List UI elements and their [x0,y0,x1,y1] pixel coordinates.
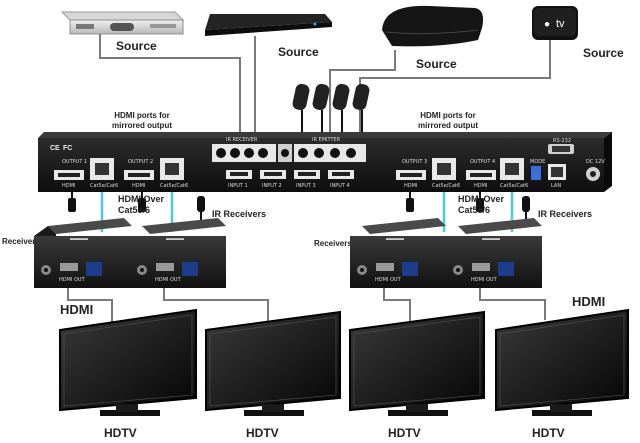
source-4-apple-tv: ● tv [532,6,578,40]
receiver-box-2: ▬▬▬ HDMI OUT [130,218,226,288]
receiver-2-port-label: HDMI OUT [155,277,182,283]
hdmi-plug-icon [68,198,76,212]
receiver-1-port-label: HDMI OUT [59,277,86,283]
receiver-box-3: ▬▬▬ HDMI OUT [350,218,446,288]
hdtv-1-label: HDTV [104,426,137,440]
apple-tv-label: tv [556,18,565,30]
input-4-label: INPUT 4 [330,183,350,189]
hdmi-over-left-line1: HDMI Over [118,194,165,204]
receiver-3-cat-port [402,262,418,276]
output-2-cat-text: Cat5e/Cat6 [160,183,188,189]
receiver-4-port-label: HDMI OUT [471,277,498,283]
source-4-label: Source [583,46,624,60]
lan-label: LAN [551,183,561,189]
source-3-cable [329,50,396,132]
hdtv-2-label: HDTV [246,426,279,440]
receivers-left-label: Receivers [2,237,40,246]
input-2-label: INPUT 2 [262,183,282,189]
hdmi-over-right-line2: Cat5e/6 [458,205,490,215]
matrix-switcher: CE FC OUTPUT 1 HDMI Cat5e/Cat6 OUTPUT 2 … [38,132,612,192]
source-2-label: Source [278,45,319,59]
ir-receiver-icon [197,196,205,212]
rs232-label: RS-232 [553,138,571,144]
ir-receiver-header: IR RECEIVER [226,137,258,143]
output-1-label: OUTPUT 1 [62,159,87,165]
ir-emitter-cables [301,110,363,132]
receiver-logo-icon: ▬▬▬ [166,236,184,242]
input-1-label: INPUT 1 [228,183,248,189]
ir-emitter-icon [352,83,370,111]
source-1-set-top-box [60,11,185,35]
ir-emitter-icon [332,83,350,111]
ir-emitter-icon [312,83,330,111]
ir-emitter-header: IR EMITTER [312,137,341,143]
hdmi-left-label: HDMI [60,302,93,317]
input-3-label: INPUT 3 [296,183,316,189]
output-2-hdmi-text: HDMI [132,183,145,189]
receiver-box-4: ▬▬▬ HDMI OUT [446,218,542,288]
hdtv-4-label: HDTV [532,426,565,440]
source-3-game-console [382,5,484,47]
fc-mark: FC [63,145,72,152]
output-1-hdmi-text: HDMI [62,183,75,189]
hdmi-mirror-right-line2: mirrored output [418,121,478,130]
output-4-label: OUTPUT 4 [470,159,495,165]
receiver-1-cat-port [86,262,102,276]
hdtv-1 [59,308,197,416]
hdtv-2 [205,310,341,416]
hdmi-over-left-line2: Cat5e/6 [118,205,150,215]
ir-receivers-right-label: IR Receivers [538,209,592,219]
output-4-hdmi-text: HDMI [474,183,487,189]
ir-receivers-left-label: IR Receivers [212,209,266,219]
output-1-cat-text: Cat5e/Cat6 [90,183,118,189]
hdtv-3-label: HDTV [388,426,421,440]
hdmi-plug-icon [138,198,146,212]
hdmi-mirror-left-line1: HDMI ports for [114,111,170,120]
ir-emitter-heads [292,83,370,111]
receiver-4-cat-port [498,262,514,276]
receiver-2-cat-port [182,262,198,276]
ce-mark: CE [50,145,60,152]
apple-logo-icon: ● [544,19,550,30]
output-3-label: OUTPUT 3 [402,159,427,165]
source-1-cable [99,34,241,132]
receivers-right-label: Receivers [314,239,352,248]
hdmi-plug-icon [476,198,484,212]
hdmi-plug-icon [406,198,414,212]
source-1-label: Source [116,39,157,53]
receiver-box-1: ▬▬▬ HDMI OUT [34,218,132,288]
source-2-disc-player [205,14,332,36]
receiver-logo-icon: ▬▬▬ [386,236,404,242]
receiver-logo-icon: ▬▬▬ [70,236,88,242]
receiver-logo-icon: ▬▬▬ [482,236,500,242]
output-3-cat-text: Cat5e/Cat6 [432,183,460,189]
hdmi-over-right-line1: HDMI Over [458,194,505,204]
dc-label: DC 12V [586,159,605,165]
ir-emitter-icon [292,83,310,111]
hdtv-4 [495,308,629,416]
output-4-cat-text: Cat5e/Cat6 [500,183,528,189]
mode-switch [531,166,541,180]
mirror-hdmi-plugs [68,198,484,212]
hdtv-3 [349,310,485,416]
mode-label: MODE [530,159,545,165]
ir-receiver-icon [522,196,530,212]
output-2-label: OUTPUT 2 [128,159,153,165]
hdmi-mirror-right-line1: HDMI ports for [420,111,476,120]
tv-hdmi-cables [67,288,546,325]
receiver-3-port-label: HDMI OUT [375,277,402,283]
hdmi-right-label: HDMI [572,294,605,309]
hdmi-mirror-left-line2: mirrored output [112,121,172,130]
output-3-hdmi-text: HDMI [404,183,417,189]
source-3-label: Source [416,57,457,71]
